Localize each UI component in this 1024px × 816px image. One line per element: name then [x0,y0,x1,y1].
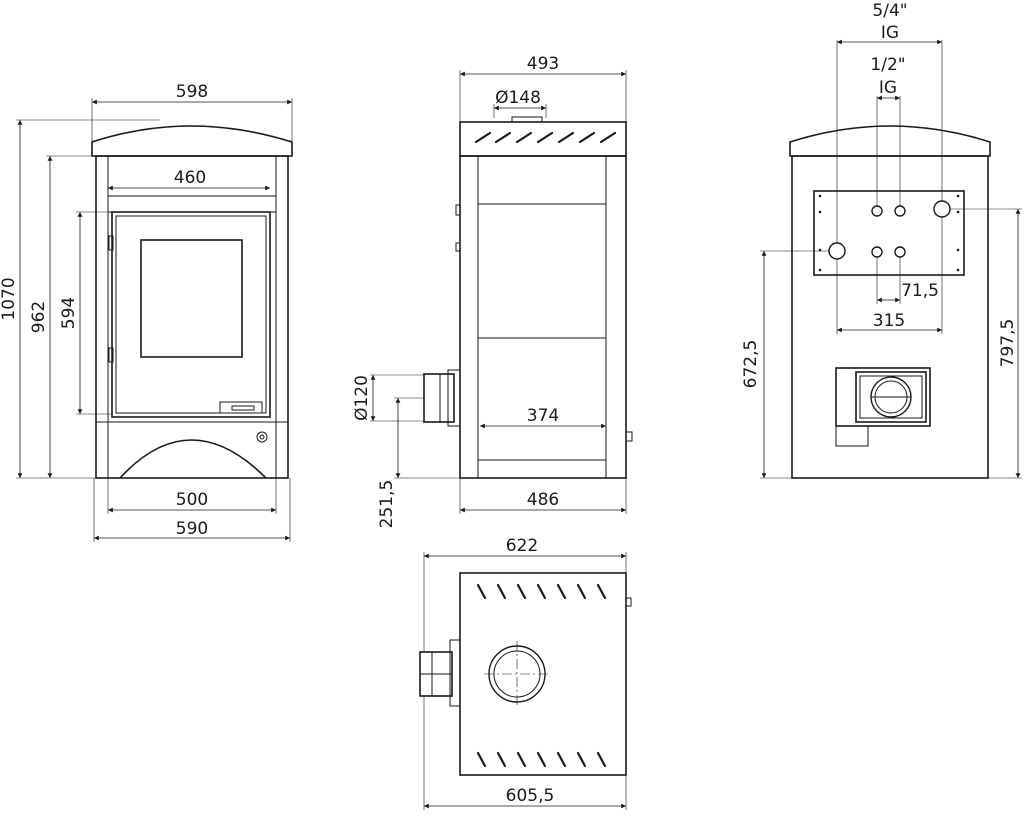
connector-large-right [933,200,951,218]
dim-side-base-width: 486 [527,490,559,510]
rear-body [791,155,989,479]
front-door [111,211,271,418]
door-window [140,239,243,358]
top-view: 622 605,5 [419,536,632,810]
side-outlet-pipe [423,373,455,423]
front-view: 598 460 1070 962 594 500 590 [0,82,293,542]
front-top-cover [91,125,293,157]
dim-rear-connector-small-type: IG [879,78,897,98]
front-upper-panel [107,195,277,213]
door-handle [219,401,263,413]
connector-small-4 [894,246,906,258]
dim-rear-height-lower: 672,5 [741,340,761,389]
dim-side-flue-diameter: Ø148 [495,88,541,108]
air-intake-frame [835,367,931,427]
side-view: 493 Ø148 Ø120 251,5 374 486 [352,54,633,529]
dim-rear-connector-large-type: IG [881,23,899,43]
front-body [95,155,289,479]
dim-side-outlet-height: 251,5 [377,480,397,529]
dim-side-panel-width: 374 [527,406,559,426]
connection-plate [813,190,965,276]
connector-small-2 [894,205,906,217]
dim-rear-height-upper: 797,5 [998,319,1018,368]
connector-small-3 [871,246,883,258]
dim-front-door-height: 594 [59,297,79,329]
dim-rear-spacing-large: 315 [873,311,905,331]
dim-top-width: 622 [506,536,538,556]
rear-view: 5/4" IG 1/2" IG 71,5 315 672,5 797,5 [741,1,1022,479]
connector-small-1 [871,205,883,217]
dim-front-base-width: 500 [176,490,208,510]
dim-front-width-top: 598 [176,82,208,102]
dim-side-top-width: 493 [527,54,559,74]
dim-rear-connector-large: 5/4" [872,1,907,21]
dim-side-outlet-diameter: Ø120 [352,375,372,421]
side-body [459,155,627,479]
adjust-knob-icon [256,431,268,443]
rear-top-cover [789,125,991,157]
dim-front-height-total: 1070 [0,277,19,320]
dim-top-depth: 605,5 [506,786,555,806]
front-ash-arch [119,439,267,479]
dim-front-height-body: 962 [29,301,49,333]
dim-front-foot-width: 590 [176,519,208,539]
dim-front-inner-width: 460 [174,168,206,188]
dim-rear-connector-small: 1/2" [870,55,905,75]
dim-rear-spacing-small: 71,5 [901,281,939,301]
connector-large-left [828,242,846,260]
